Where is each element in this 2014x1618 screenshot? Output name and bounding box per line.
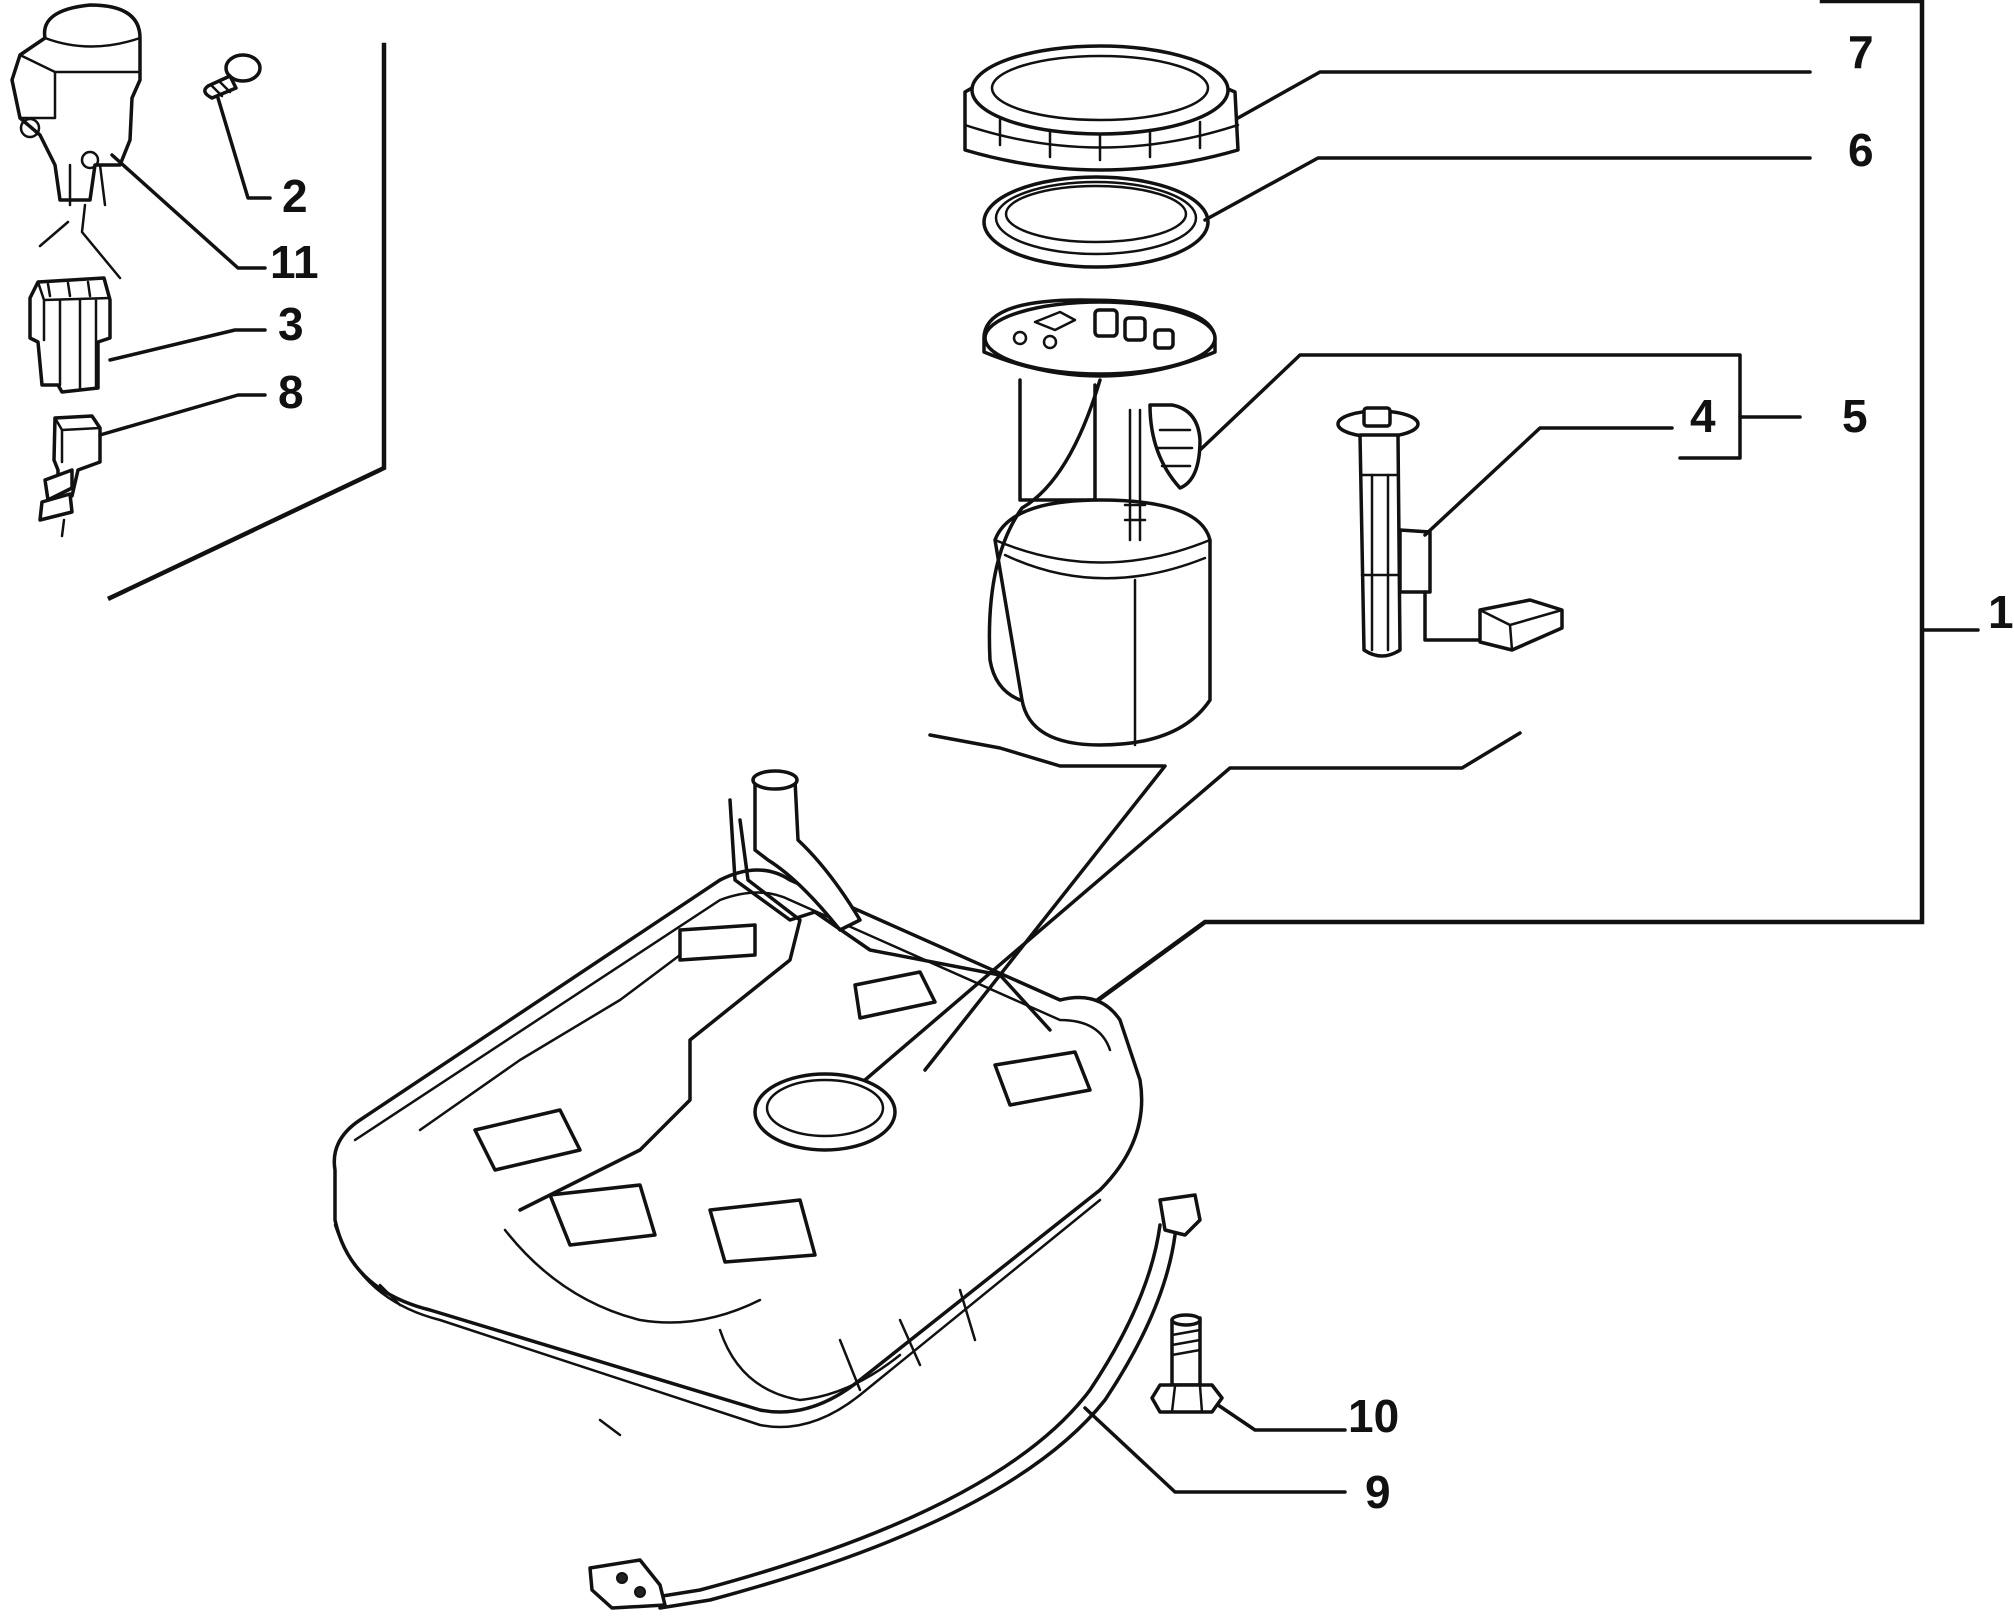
leader-10 xyxy=(1216,1403,1347,1432)
group-frame-line xyxy=(107,42,387,601)
leader-2 xyxy=(216,96,272,200)
screw[interactable] xyxy=(203,53,262,100)
leader-7 xyxy=(1236,70,1812,120)
leader-3 xyxy=(108,328,267,362)
leader-11 xyxy=(110,153,267,270)
callout-8: 8 xyxy=(278,366,304,418)
fuel-tank[interactable] xyxy=(332,769,1144,1437)
connector[interactable] xyxy=(28,276,112,394)
callout-7: 7 xyxy=(1848,26,1874,78)
leader-tank-sender xyxy=(863,731,1522,1082)
callout-3: 3 xyxy=(278,298,304,350)
callout-11: 11 xyxy=(270,236,319,288)
callout-9: 9 xyxy=(1365,1466,1391,1518)
leader-4-sender xyxy=(1423,415,1802,537)
leader-9 xyxy=(1083,1406,1347,1494)
callout-6: 6 xyxy=(1848,124,1874,176)
fuel-pump-module[interactable] xyxy=(982,298,1217,747)
callout-5: 5 xyxy=(1842,390,1868,442)
clip[interactable] xyxy=(38,414,102,538)
leader-4-pump xyxy=(1198,353,1742,460)
callout-4: 4 xyxy=(1690,390,1716,442)
callout-10: 10 xyxy=(1348,1390,1399,1442)
leader-tank-pump xyxy=(923,733,1167,1072)
seal-ring[interactable] xyxy=(982,175,1210,269)
leader-8 xyxy=(98,393,267,437)
leader-1 xyxy=(1094,0,1925,1004)
callout-2: 2 xyxy=(282,170,308,222)
inertia-switch[interactable] xyxy=(10,3,142,280)
leader-6 xyxy=(1203,156,1812,222)
fuel-level-sender[interactable] xyxy=(1336,406,1564,658)
tank-strap[interactable] xyxy=(588,1193,1202,1610)
bolt[interactable] xyxy=(1150,1313,1224,1414)
callout-1: 1 xyxy=(1988,586,2014,638)
lock-ring[interactable] xyxy=(963,44,1240,172)
